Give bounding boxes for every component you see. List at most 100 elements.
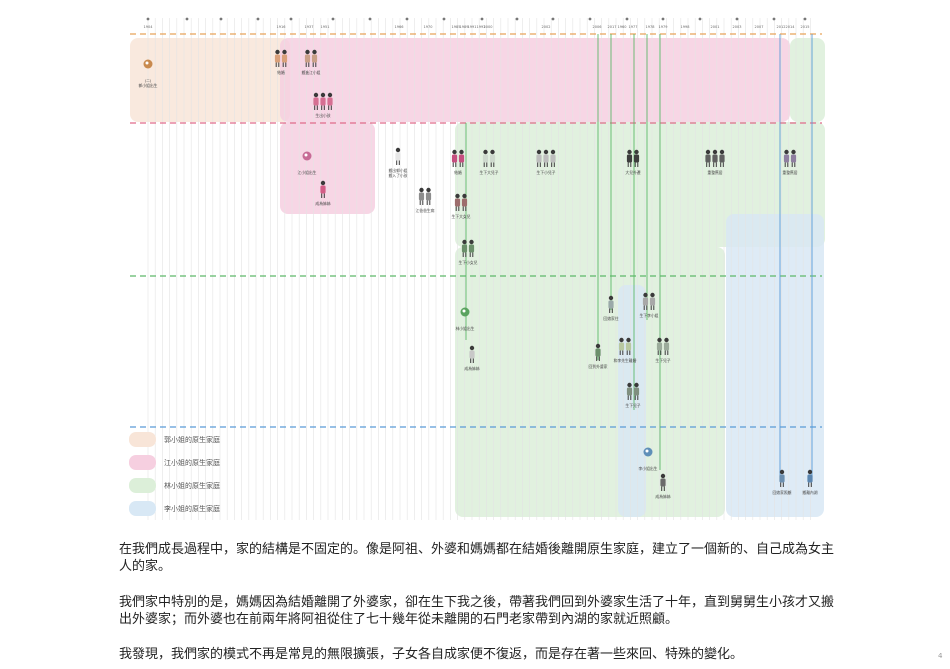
event-label: 回娘家照顧 <box>773 490 792 495</box>
legend-label: 郭小姐的原生家庭 <box>164 435 220 444</box>
legend-label: 江小姐的原生家庭 <box>164 458 220 467</box>
event-label: 結婚 <box>277 70 285 75</box>
event-kids-4-11: 生下大女兒 <box>452 193 471 219</box>
event-back-21: 回到外婆家 <box>589 343 608 369</box>
event-son-2-22: 生下兒子 <box>625 382 641 408</box>
event-child-7-18: 生下李小姐 <box>640 292 659 318</box>
event-label: 江小姐出生 <box>298 170 317 175</box>
event-child-1-2: 搬進江小姐 <box>302 49 321 75</box>
event-li-born-23: 李小姐出生 <box>639 447 658 471</box>
event-sibling-5: 成為姊姊 <box>315 180 331 206</box>
event-move-2-17: 回娘家住 <box>603 295 619 321</box>
event-care-25: 回娘家照顧 <box>773 469 792 495</box>
event-label: 生下兒子 <box>655 358 670 363</box>
year-label: 1937 <box>305 25 314 29</box>
page-number: 4 <box>938 652 943 660</box>
event-label: 林小姐出生 <box>456 326 475 331</box>
event-label: 搬出郭小姐 <box>389 168 408 173</box>
event-label: 江爸爸生病 <box>416 208 435 213</box>
event-label: 李小姐出生 <box>639 466 658 471</box>
year-label: 2017 <box>608 25 617 29</box>
event-kids-5-12: 生下小女兒 <box>459 239 478 265</box>
year-label: 2007 <box>755 25 764 29</box>
year-label: 1916 <box>277 25 286 29</box>
year-label: 2006 <box>593 25 602 29</box>
event-label: 回娘家住 <box>603 316 618 321</box>
event-label: 搬入了小孩 <box>389 173 408 178</box>
year-label: 1985 <box>452 25 461 29</box>
event-end-26: 搬離內湖 <box>802 469 818 495</box>
event-label: 大兒外遷 <box>625 170 640 175</box>
event-label: 郭小姐出生 <box>139 83 158 88</box>
event-jiang-born-4: 江小姐出生 <box>298 151 317 175</box>
year-label: 1951 <box>321 25 330 29</box>
event-kids-2-9: 生下大兒子 <box>480 149 499 175</box>
lin-zone-2 <box>455 247 725 517</box>
event-label: 搬離內湖 <box>802 490 817 495</box>
legend-label: 林小姐的原生家庭 <box>164 481 220 490</box>
year-label: 1989 <box>460 25 469 29</box>
event-label: 結婚 <box>454 170 462 175</box>
event-twins-3: 生出小孩 <box>313 92 333 118</box>
year-label: 1966 <box>395 25 404 29</box>
year-label: 1991 <box>468 25 477 29</box>
event-kids-3-10: 生下小兒子 <box>536 149 556 175</box>
year-label: 1904 <box>144 25 154 29</box>
year-label: 2000 <box>484 25 493 29</box>
paragraph-1: 在我們成長過程中，家的結構是不固定的。像是阿祖、外婆和媽媽都在結婚後離開原生家庭… <box>119 542 835 574</box>
legend-swatch <box>129 478 156 493</box>
event-label: 回到外婆家 <box>589 364 608 369</box>
event-label: 成為姊姊 <box>464 366 479 371</box>
event-label: 生下大女兒 <box>452 214 471 219</box>
event-kid-8-20: 生下兒子 <box>655 337 671 363</box>
event-label: 生下小兒子 <box>537 170 556 175</box>
event-house-27: 重整舊居 <box>782 149 798 175</box>
event-label: 搬進江小姐 <box>302 70 321 75</box>
year-label: 2003 <box>733 25 742 29</box>
year-label: 1993 <box>477 25 486 29</box>
event-label: 生下小女兒 <box>459 260 478 265</box>
year-label: 1977 <box>629 25 638 29</box>
event-leave-13: 大兒外遷 <box>625 149 641 175</box>
guo-zone-end <box>790 38 825 122</box>
event-label: 生下大兒子 <box>480 170 499 175</box>
event-house-14: 重整舊居 <box>705 149 725 175</box>
grid-lines <box>147 18 811 520</box>
event-sick-7: 江爸爸生病 <box>416 187 435 213</box>
event-mom-19: 和李先生離婚 <box>614 337 637 363</box>
year-label: 1978 <box>646 25 655 29</box>
year-label: 1998 <box>681 25 690 29</box>
year-label: 2012 <box>777 25 786 29</box>
event-label: (二) <box>145 78 152 83</box>
event-label: 和李先生離婚 <box>614 358 637 363</box>
event-label: 成為姊姊 <box>655 494 670 499</box>
year-label: 1970 <box>424 25 433 29</box>
legend-label: 李小姐的原生家庭 <box>164 504 220 513</box>
event-label: 成為姊姊 <box>315 201 330 206</box>
legend-swatch <box>129 501 156 516</box>
event-sister-2-16: 成為姊姊 <box>464 345 480 371</box>
jiang-zone-2 <box>280 122 375 214</box>
year-label: 2001 <box>711 25 720 29</box>
paragraph-3: 我發現，我們家的模式不再是常見的無限擴張，子女各自成家便不復返，而是存在著一些來… <box>119 647 744 662</box>
year-label: 2014 <box>786 25 796 29</box>
li-zone <box>726 214 824 517</box>
event-marry-2-8: 結婚 <box>451 149 465 175</box>
guo-zone <box>130 38 290 122</box>
paragraph-2: 我們家中特別的是，媽媽因為結婚離開了外婆家，卻在生下我之後，帶著我們回到外婆家生… <box>119 595 835 627</box>
year-label: 2002 <box>542 25 551 29</box>
event-marry-1-1: 結婚 <box>274 49 288 75</box>
year-label: 1960 <box>618 25 627 29</box>
year-label: 1979 <box>659 25 668 29</box>
event-label: 重整舊居 <box>782 170 797 175</box>
legend-swatch <box>129 455 156 470</box>
li-zone-2 <box>618 285 646 517</box>
event-label: 生下兒子 <box>625 403 640 408</box>
event-label: 生下李小姐 <box>640 313 659 318</box>
legend-swatch <box>129 432 156 447</box>
